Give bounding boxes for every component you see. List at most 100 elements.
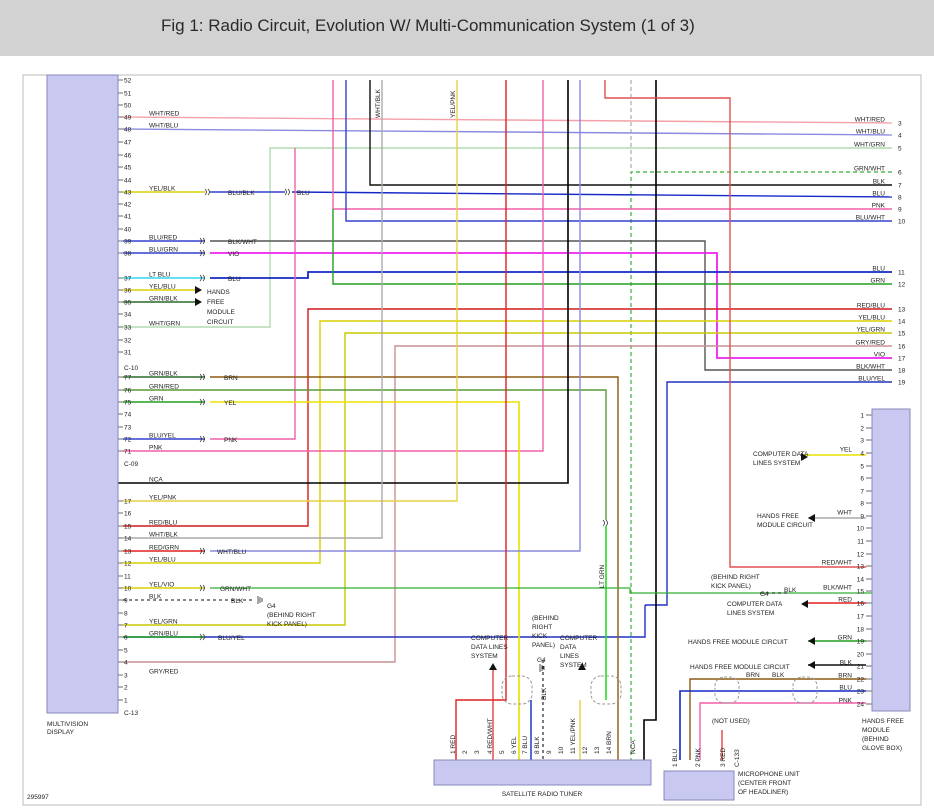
wire-gry-red [123, 345, 892, 663]
left-pin-label: PNK [149, 445, 163, 452]
hfm-pin-label: BLU [839, 685, 852, 692]
wire-wht-red [122, 116, 893, 124]
left-pin-label: GRN/BLK [149, 296, 178, 303]
left-pin-number: 76 [124, 388, 132, 395]
inline-connector-icon [199, 547, 205, 555]
diagram-label: HANDS FREE MODULE CIRCUIT [688, 639, 788, 646]
right-pin-number: 6 [898, 170, 902, 177]
arrow-icon [801, 453, 808, 461]
mic-pin-label: 3 RED [720, 748, 727, 767]
inline-connector-icon [199, 435, 205, 443]
arrow-icon [808, 661, 815, 669]
diagram-label: BLU/YEL [218, 635, 245, 642]
ground-icon [257, 596, 263, 604]
right-pin-label: BLU [872, 266, 885, 273]
left-pin-label: YEL/BLU [149, 284, 176, 291]
right-pin-label: WHT/GRN [854, 142, 885, 149]
left-pin-number: 50 [124, 103, 132, 110]
right-pin-number: 3 [898, 121, 902, 128]
left-pin-label: WHT/GRN [149, 321, 180, 328]
hfm-label: MODULE [862, 727, 890, 734]
hfm-label: HANDS FREE [862, 718, 905, 725]
right-pin-label: RED/BLU [857, 303, 885, 310]
hfm-pin-number: 17 [857, 614, 865, 621]
right-pin-number: 10 [898, 219, 906, 226]
right-pin-number: 8 [898, 195, 902, 202]
diagram-frame [22, 74, 922, 806]
hfm-pin-number: 13 [857, 564, 865, 571]
left-pin-label: GRN/RED [149, 384, 179, 391]
right-pin-label: PNK [872, 203, 886, 210]
connector-label: C-133 [734, 749, 741, 767]
tuner-label: SATELLITE RADIO TUNER [502, 791, 583, 798]
tuner-pin-label: 14 BRN [606, 731, 613, 754]
diagram-label: HANDS [207, 289, 230, 296]
left-pin-label: WHT/BLU [149, 123, 179, 130]
wire-pnk-72 [210, 148, 296, 440]
left-pin-number: 75 [124, 400, 132, 407]
right-pin-number: 14 [898, 319, 906, 326]
right-pin-label: VIO [874, 352, 885, 359]
hfm-pin-number: 24 [857, 702, 865, 709]
diagram-label: FREE [207, 299, 225, 306]
left-pin-number: 15 [124, 524, 132, 531]
tuner-pin-label: 3 [474, 750, 481, 754]
wire-group [118, 79, 893, 760]
arrow-icon [195, 298, 202, 306]
wire-blu [291, 191, 893, 198]
hfm-pin-number: 15 [857, 589, 865, 596]
left-pin-number: 3 [124, 673, 128, 680]
diagram-label: KICK [532, 633, 548, 640]
hfm-pin-number: 1 [860, 413, 864, 420]
arrow-icon [808, 514, 815, 522]
diagram-label: LINES SYSTEM [753, 460, 800, 467]
diagram-label: VIO [228, 251, 239, 258]
wire-yel-blu-14 [123, 320, 892, 564]
right-pin-number: 5 [898, 146, 902, 153]
left-pin-label: NCA [149, 477, 163, 484]
mic-pin-label: 1 BLU [672, 749, 679, 767]
diagram-label: HANDS FREE MODULE CIRCUIT [690, 664, 790, 671]
left-pin-number: 17 [124, 499, 132, 506]
right-pin-number: 9 [898, 207, 902, 214]
wire-pnk-71 [123, 80, 544, 452]
diagram-label: G4 [267, 603, 276, 610]
arrow-icon [489, 663, 497, 670]
left-pin-number: 72 [124, 437, 132, 444]
wire-pnk-mic [699, 702, 866, 760]
right-pin-number: 7 [898, 183, 902, 190]
diagram-label: BLU [228, 276, 241, 283]
diagram-label: WHT/BLU [217, 549, 247, 556]
right-pin-label: BLU/WHT [856, 215, 885, 222]
tuner-pin-label: 2 [462, 750, 469, 754]
hfm-pin-number: 3 [860, 438, 864, 445]
shield-outline [792, 676, 818, 704]
wire-nca-tuner [643, 80, 657, 760]
inline-connector-icon [199, 237, 205, 245]
diagram-label: RIGHT [532, 624, 552, 631]
wire-red-tuner [455, 80, 507, 760]
left-pin-number: 6 [124, 635, 128, 642]
wire-red-blu [123, 308, 892, 527]
right-pin-number: 11 [898, 270, 905, 277]
diagram-label: (BEHIND RIGHT [711, 574, 760, 581]
wire-pnk [332, 80, 892, 210]
left-pin-number: 37 [124, 276, 132, 283]
wire-blk [369, 80, 892, 186]
diagram-label: DATA [560, 644, 577, 651]
right-pin-number: 18 [898, 368, 906, 375]
satellite-radio-tuner [433, 759, 652, 786]
left-pin-label: BLU/GRN [149, 247, 178, 254]
diagram-label: PANEL) [532, 642, 555, 649]
left-pin-label: GRN/BLU [149, 631, 178, 638]
inline-connector-icon [199, 633, 205, 641]
wire-grn-red [123, 389, 607, 520]
right-pin-label: GRY/RED [856, 340, 886, 347]
left-pin-label: BLK [149, 594, 162, 601]
tuner-pin-label: 13 [594, 746, 601, 754]
left-pin-label: BLU/YEL [149, 433, 176, 440]
left-pin-number: 38 [124, 251, 132, 258]
right-pin-label: BLK [873, 179, 886, 186]
connector-label: C-10 [124, 365, 138, 372]
